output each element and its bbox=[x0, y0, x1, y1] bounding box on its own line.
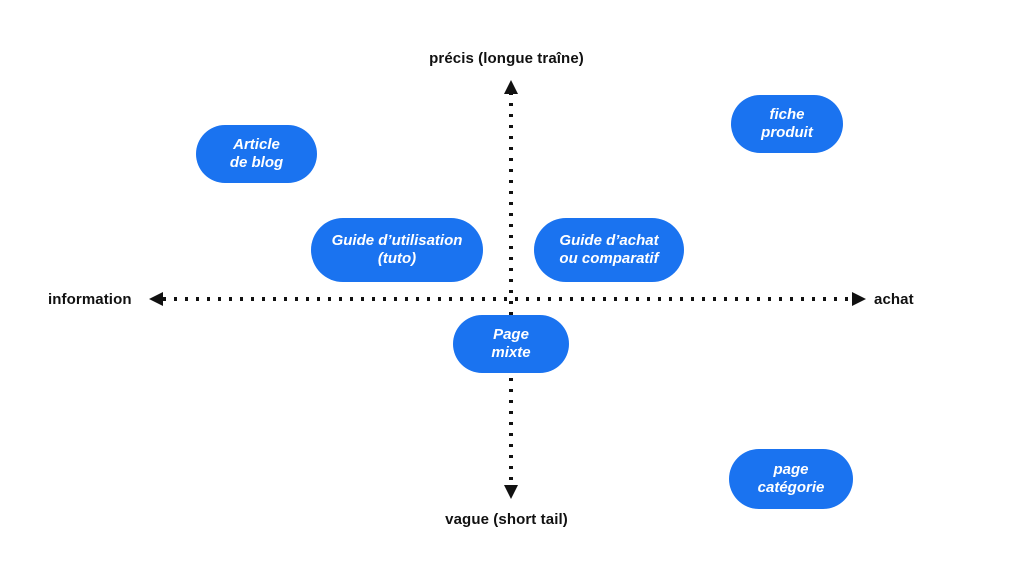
node-page-mixte[interactable]: Page mixte bbox=[453, 315, 569, 373]
triangle-right-icon bbox=[852, 292, 866, 306]
triangle-down-icon bbox=[504, 485, 518, 499]
node-guide-d-utilisation[interactable]: Guide d’utilisation (tuto) bbox=[311, 218, 483, 282]
vertical-axis-dotted-line bbox=[509, 92, 513, 488]
axis-label-left: information bbox=[48, 291, 132, 308]
axis-label-top: précis (longue traîne) bbox=[429, 50, 584, 67]
node-article-de-blog[interactable]: Article de blog bbox=[196, 125, 317, 183]
axis-label-bottom: vague (short tail) bbox=[445, 511, 568, 528]
node-fiche-produit[interactable]: fiche produit bbox=[731, 95, 843, 153]
triangle-left-icon bbox=[149, 292, 163, 306]
triangle-up-icon bbox=[504, 80, 518, 94]
axis-label-right: achat bbox=[874, 291, 914, 308]
node-guide-d-achat[interactable]: Guide d’achat ou comparatif bbox=[534, 218, 684, 282]
horizontal-axis-dotted-line bbox=[163, 297, 853, 301]
node-page-categorie[interactable]: page catégorie bbox=[729, 449, 853, 509]
